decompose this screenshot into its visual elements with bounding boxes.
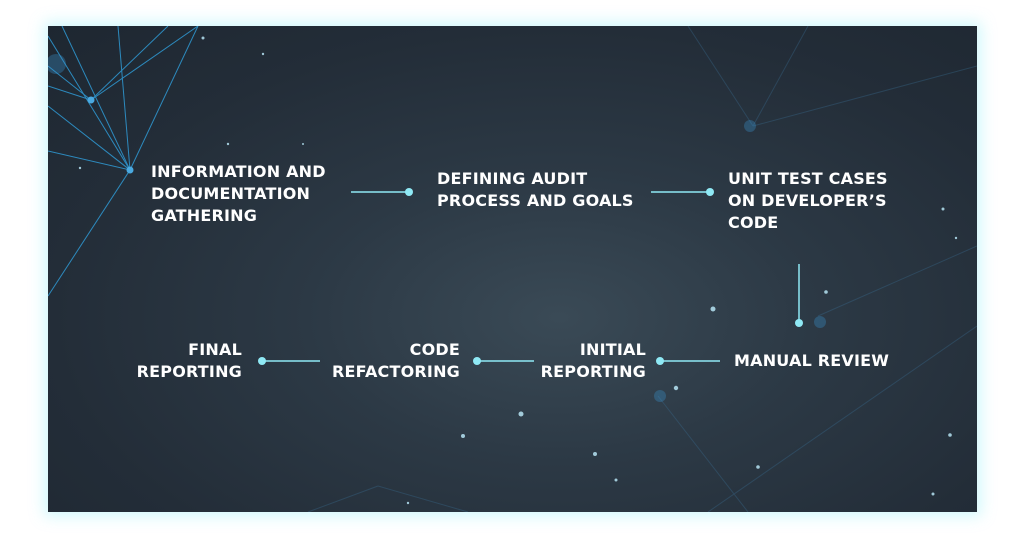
step-label-line: INFORMATION AND — [151, 162, 326, 181]
step-manual-review: MANUAL REVIEW — [734, 350, 889, 372]
step-label-line: REPORTING — [540, 362, 646, 381]
step-label-line: GATHERING — [151, 206, 258, 225]
connector-1-2-endpoint — [405, 188, 413, 196]
step-label-line: CODE — [409, 340, 460, 359]
step-unit-test-cases: UNIT TEST CASES ON DEVELOPER’S CODE — [728, 168, 888, 234]
step-label-line: PROCESS AND GOALS — [437, 191, 634, 210]
step-final-reporting: FINAL REPORTING — [137, 339, 242, 383]
step-code-refactoring: CODE REFACTORING — [332, 339, 460, 383]
step-information-gathering: INFORMATION AND DOCUMENTATION GATHERING — [151, 161, 326, 227]
step-label-line: MANUAL REVIEW — [734, 351, 890, 370]
network-background — [48, 26, 977, 512]
step-label-line: INITIAL — [579, 340, 646, 359]
diagram-canvas: INFORMATION AND DOCUMENTATION GATHERING … — [48, 26, 977, 512]
step-label-line: REFACTORING — [332, 362, 460, 381]
step-label-line: UNIT TEST CASES — [728, 169, 888, 188]
step-initial-reporting: INITIAL REPORTING — [541, 339, 646, 383]
connector-3-4-endpoint — [795, 319, 803, 327]
flow-connectors — [258, 188, 803, 365]
step-label-line: DOCUMENTATION — [151, 184, 311, 203]
connector-5-6-endpoint — [473, 357, 481, 365]
connector-6-7-endpoint — [258, 357, 266, 365]
step-label-line: DEFINING AUDIT — [437, 169, 588, 188]
step-label-line: FINAL — [188, 340, 242, 359]
connector-4-5-endpoint — [656, 357, 664, 365]
connector-2-3-endpoint — [706, 188, 714, 196]
step-label-line: REPORTING — [136, 362, 242, 381]
step-label-line: CODE — [728, 213, 779, 232]
step-label-line: ON DEVELOPER’S — [728, 191, 887, 210]
step-defining-audit: DEFINING AUDIT PROCESS AND GOALS — [437, 168, 634, 212]
